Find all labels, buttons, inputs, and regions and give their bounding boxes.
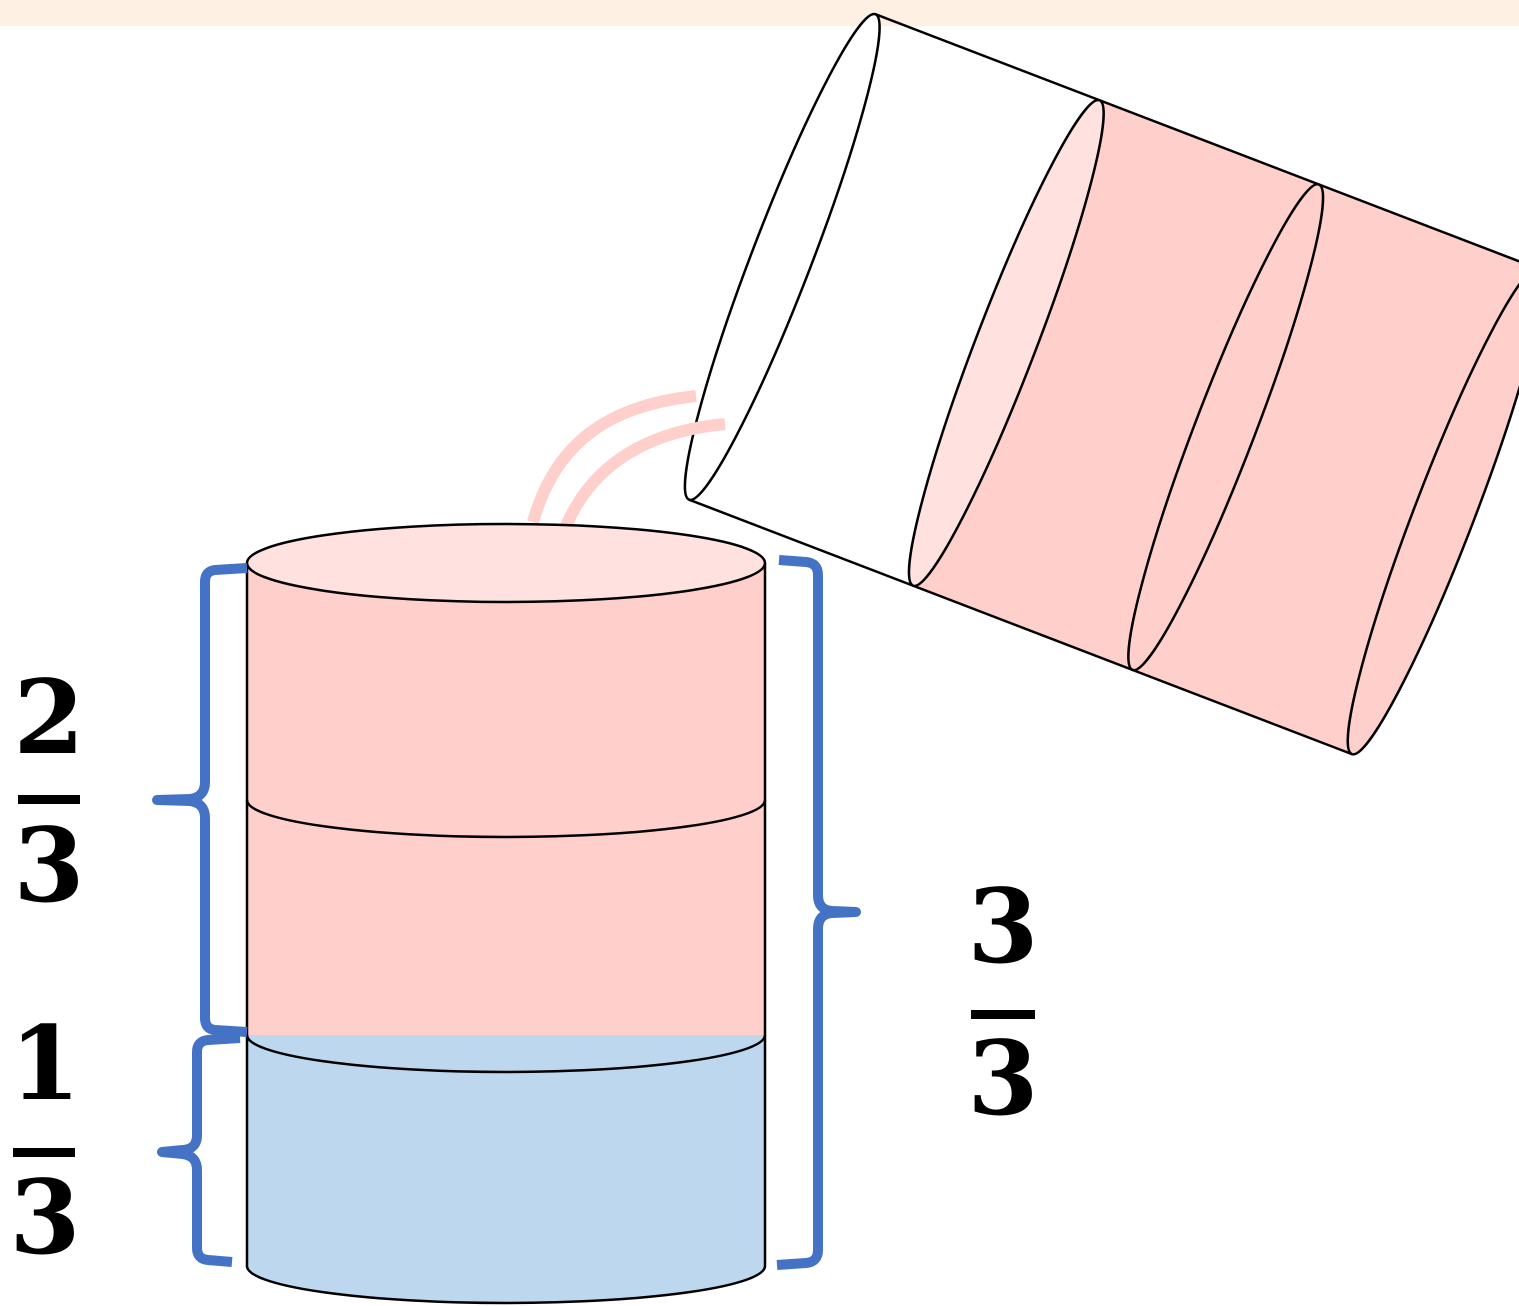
brackets xyxy=(152,555,861,1270)
fraction-left-upper: 2 3 xyxy=(14,658,85,926)
cylinder-base-rim xyxy=(245,1265,767,1305)
pouring-cylinder-filled-body xyxy=(913,100,1519,755)
cylinder-bottom-third xyxy=(247,1035,765,1303)
fraction-left-lower-bar xyxy=(13,1148,75,1157)
fraction-right: 3 3 xyxy=(968,867,1039,1139)
cylinder-divider-upper xyxy=(245,799,767,839)
top-band xyxy=(0,0,1519,26)
fraction-left-lower-denominator: 3 xyxy=(10,1158,81,1278)
cylinder-divider-lower xyxy=(245,1034,767,1074)
receiving-cylinder xyxy=(245,522,767,1305)
pouring-cylinder-liquid-surface xyxy=(907,98,1105,588)
pouring-cylinder-mouth xyxy=(683,12,881,502)
fraction-right-denominator: 3 xyxy=(968,1019,1039,1139)
bracket-right xyxy=(776,555,861,1270)
bracket-left-upper xyxy=(152,563,248,1037)
fraction-left-lower-numerator: 1 xyxy=(10,1004,81,1124)
bracket-left-lower xyxy=(157,1033,241,1267)
pour-stream xyxy=(527,390,726,529)
fraction-right-bar xyxy=(971,1010,1035,1019)
pouring-cylinder xyxy=(683,12,1519,756)
fraction-left-lower: 1 3 xyxy=(10,1004,81,1278)
cylinder-pink-sections xyxy=(247,563,765,1035)
fraction-left-upper-numerator: 2 xyxy=(14,658,85,778)
fraction-right-numerator: 3 xyxy=(968,867,1039,987)
pouring-cylinder-top-edge xyxy=(874,13,1519,270)
pouring-cylinder-divider xyxy=(1127,182,1325,672)
cylinder-top-opening xyxy=(245,522,767,604)
pouring-cylinder-bottom-edge xyxy=(688,498,1353,756)
fraction-left-upper-bar xyxy=(18,795,80,804)
fraction-left-upper-denominator: 3 xyxy=(14,806,85,926)
